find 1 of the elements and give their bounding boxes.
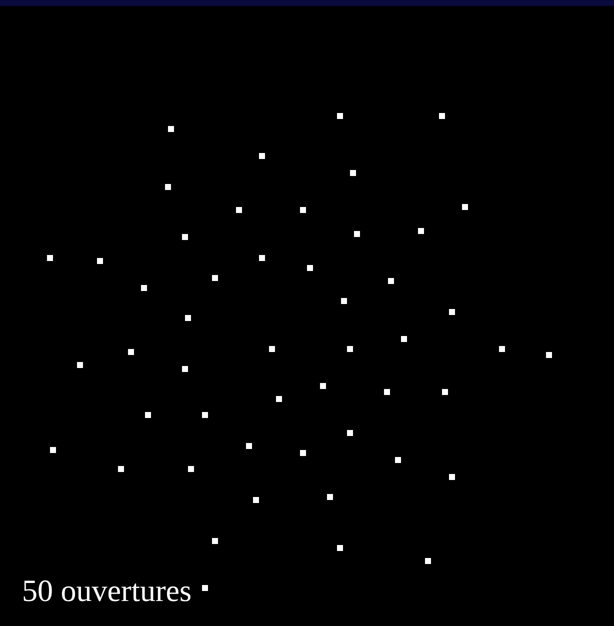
caption-text: 50 ouvertures: [22, 572, 192, 610]
